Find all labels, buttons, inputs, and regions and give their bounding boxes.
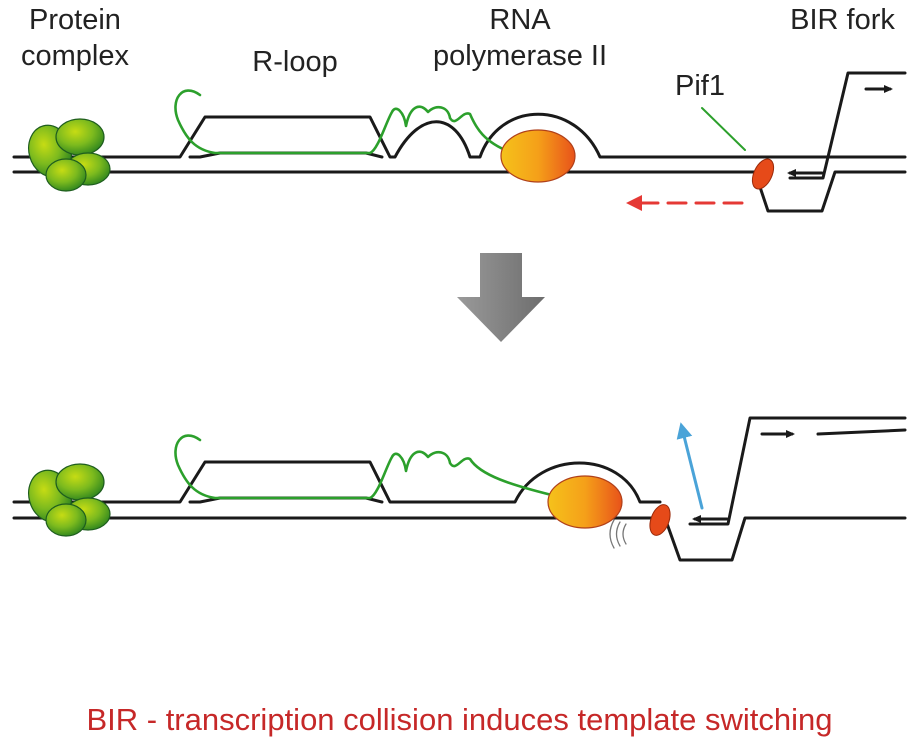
bir-fork-label: BIR fork [790, 4, 895, 36]
pif1-icon [751, 158, 775, 190]
rna-polymerase-label-line2: polymerase II [432, 40, 608, 72]
bottom-bir-leading-strand [688, 416, 907, 526]
rna-polymerase-icon [500, 129, 576, 183]
protein-complex-icon [28, 463, 111, 537]
bottom-rna-strand [174, 434, 562, 500]
pif1-label: Pif1 [675, 70, 725, 102]
figure-caption: BIR - transcription collision induces te… [86, 702, 833, 737]
bottom-template-strand [12, 516, 907, 562]
pif1-icon [649, 504, 671, 536]
top-rna-strand [174, 89, 512, 155]
pif1-pointer-line [701, 107, 746, 151]
bottom-new-strand-segment [816, 428, 907, 436]
rna-polymerase-icon [547, 475, 623, 529]
top-upper-strand [12, 112, 907, 159]
transition-arrow-icon [457, 253, 545, 342]
top-panel [12, 71, 907, 213]
template-switch-arrow [676, 422, 704, 510]
protein-complex-label-line1: Protein [29, 4, 121, 36]
top-bir-leading-strand [788, 71, 907, 180]
rna-polymerase-label: RNA polymerase II [395, 2, 645, 74]
top-template-strand [12, 170, 907, 213]
bottom-panel [12, 416, 907, 562]
bottom-upper-strand [12, 460, 662, 504]
protein-complex-label-line2: complex [21, 40, 129, 72]
collision-marks [609, 519, 627, 549]
r-loop-label: R-loop [252, 46, 338, 78]
rna-polymerase-label-line1: RNA [489, 4, 551, 36]
protein-complex-icon [28, 118, 111, 192]
protein-complex-label: Protein complex [0, 2, 150, 74]
